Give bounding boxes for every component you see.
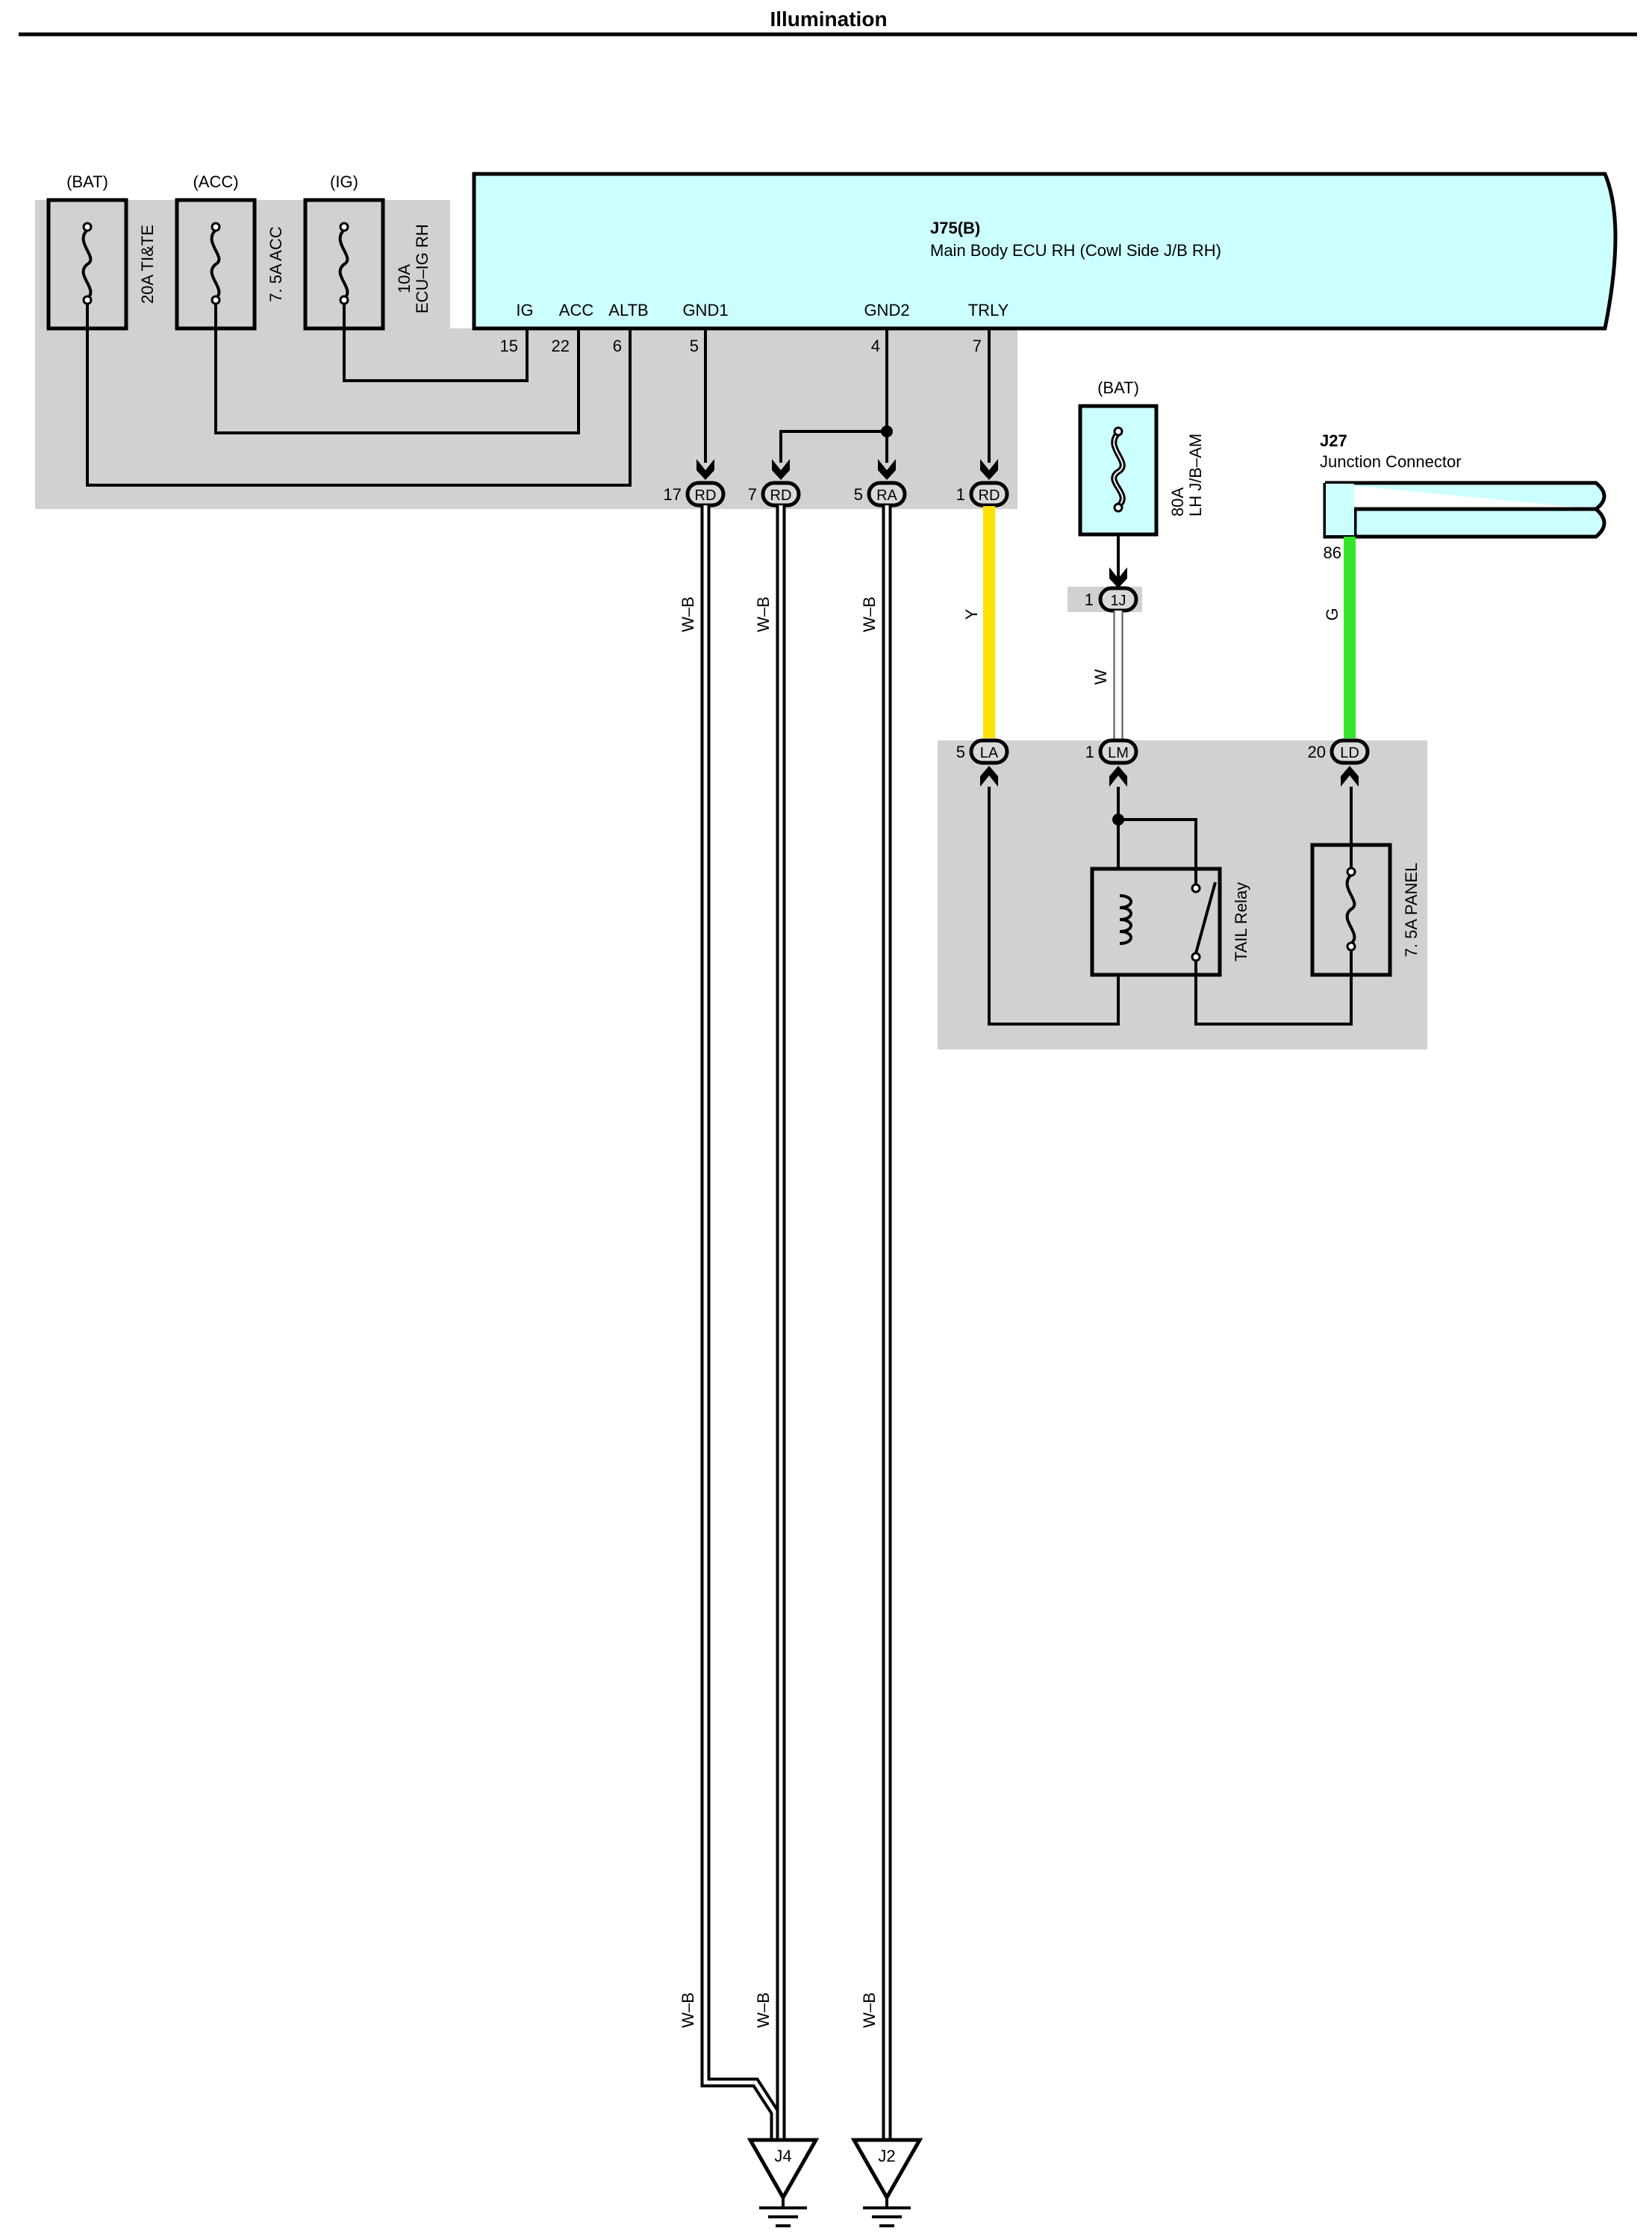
connector-code: LA [980, 745, 999, 761]
connector-code: RD [695, 487, 717, 504]
splice-point [881, 425, 893, 437]
wire-color-label: W–B [679, 596, 697, 632]
fuse-lh-jb-am: (BAT) 80A LH J/B–AM [1078, 378, 1205, 537]
wire-color-label: W–B [754, 1992, 773, 2028]
fuse-ecu-ig-amp: 10A [395, 264, 414, 293]
ecu-terminal-altb: ALTB [608, 301, 648, 319]
ecu-pin-trly: 7 [973, 337, 982, 355]
wire-color-label: W [1091, 669, 1110, 684]
connector-code: LM [1108, 745, 1129, 761]
ground-id: J2 [878, 2147, 895, 2165]
connector-pin: 1 [956, 485, 965, 504]
fuse-ti-te-label: 20A TI&TE [138, 225, 157, 304]
relay-switch-icon [1194, 882, 1217, 954]
wire-color-label: G [1323, 608, 1341, 620]
fuse-ecu-ig-source: (IG) [330, 172, 358, 191]
connector-pin: 20 [1308, 743, 1326, 761]
fuse-ti-te-source: (BAT) [66, 172, 108, 191]
splice-point [1112, 814, 1124, 826]
connector-pin: 1 [1085, 590, 1094, 609]
fuse-ecu-ig-name: ECU–IG RH [413, 224, 431, 313]
connector-pin: 7 [748, 485, 757, 504]
ecu-terminal-trly: TRLY [968, 301, 1009, 319]
ecu-terminal-gnd1: GND1 [682, 301, 728, 319]
ecu-terminal-ig: IG [516, 301, 533, 319]
left-block-wiring [86, 303, 991, 487]
ecu-pin-altb: 6 [613, 337, 622, 355]
connector-pin: 5 [854, 485, 863, 504]
wire-color-label: W–B [679, 1992, 697, 2028]
relay-name: TAIL Relay [1232, 882, 1250, 961]
tail-relay: TAIL Relay [1090, 867, 1250, 977]
connector-code: RD [770, 487, 792, 504]
connector-pin: 1 [1085, 743, 1094, 761]
wire-color-label: Y [962, 608, 981, 620]
ecu-terminal-acc: ACC [559, 301, 594, 319]
fuse-am-name: LH J/B–AM [1186, 434, 1205, 517]
ecu-pin-gnd2: 4 [871, 337, 880, 355]
ground-icon [850, 2138, 923, 2202]
fuse-am-amp: 80A [1168, 487, 1187, 517]
fuse-ti-te: (BAT) 20A TI&TE [46, 172, 157, 331]
fuse-acc-label: 7. 5A ACC [266, 226, 285, 302]
page-title: Illumination [770, 7, 887, 31]
ecu-id: J75(B) [930, 219, 980, 237]
wire-color-label: W–B [860, 1992, 879, 2028]
relay-coil-icon [1119, 894, 1132, 945]
ecu-name: Main Body ECU RH (Cowl Side J/B RH) [930, 241, 1221, 260]
connector-code: LD [1340, 745, 1359, 761]
ecu-pin-ig: 15 [500, 337, 518, 355]
connector-pin: 5 [956, 743, 965, 761]
ground-id: J4 [774, 2147, 791, 2165]
wire-color-label: W–B [860, 596, 879, 632]
fuse-element-icon [1345, 873, 1356, 945]
ecu-pin-gnd1: 5 [690, 337, 699, 355]
junction-id: J27 [1320, 431, 1347, 450]
connector-code: 1J [1110, 593, 1126, 609]
connector-ld-20: LD 20 [1308, 738, 1370, 787]
ground-icon [746, 2138, 820, 2202]
fuse-panel-label: 7. 5A PANEL [1402, 863, 1421, 958]
connector-code: RA [876, 487, 897, 504]
connector-rd-17: RD 17 [664, 459, 726, 508]
ground-j2: J2 [850, 2138, 923, 2227]
right-junction-block [938, 740, 1427, 1049]
wire-wb-rd17 [700, 505, 780, 2140]
wire-color-label: W–B [754, 596, 773, 632]
junction-connector-j27: J27 Junction Connector 86 [1320, 431, 1606, 562]
junction-name: Junction Connector [1320, 452, 1462, 471]
fuse-am-source: (BAT) [1097, 378, 1139, 397]
connector-rd-7: RD 7 [748, 459, 801, 508]
ecu-pin-acc: 22 [552, 337, 570, 355]
connector-la-5: LA 5 [956, 738, 1009, 787]
fuse-element-icon [338, 228, 349, 300]
fuse-element-icon [210, 228, 221, 300]
ecu-terminal-gnd2: GND2 [864, 301, 909, 319]
ecu-j75b: J75(B) Main Body ECU RH (Cowl Side J/B R… [472, 172, 1618, 355]
connector-code: RD [979, 487, 1000, 504]
left-junction-block [35, 200, 1017, 509]
right-block-wiring [988, 787, 1353, 1026]
fuse-element-icon [81, 228, 93, 300]
connector-lm-1: LM 1 [1085, 738, 1138, 787]
junction-pin: 86 [1324, 543, 1341, 562]
connector-rd-1: RD 1 [956, 459, 1009, 508]
ground-j4: J4 [746, 2138, 820, 2227]
fuse-acc-source: (ACC) [193, 172, 238, 191]
connector-pin: 17 [664, 485, 682, 504]
